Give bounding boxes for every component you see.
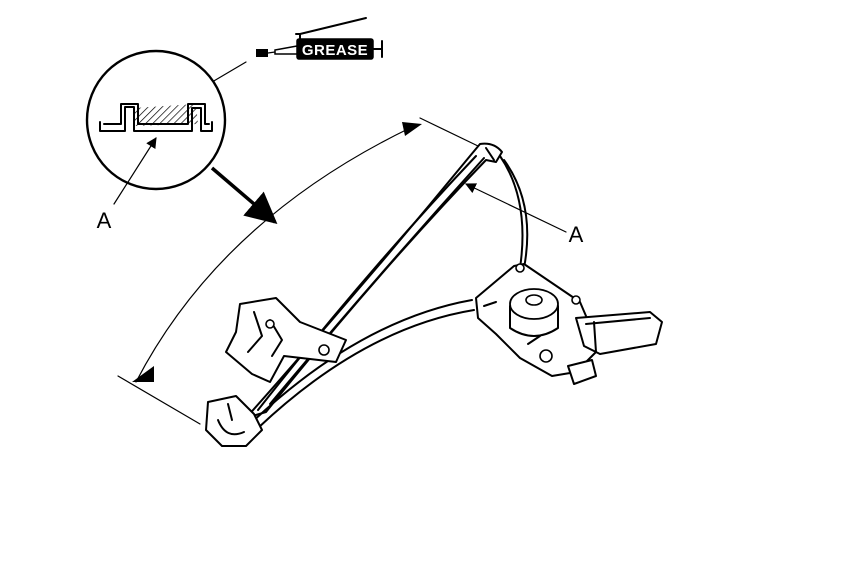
callout-leader-left <box>113 137 157 205</box>
callout-label-a-right: A <box>569 222 584 247</box>
rail-cross-section-detail <box>85 49 227 191</box>
grease-tube-icon: GREASE <box>256 17 383 60</box>
callout-leader-right <box>465 183 567 233</box>
bottom-slider <box>205 395 263 447</box>
regulator-cables <box>249 155 529 429</box>
callout-label-a-left: A <box>97 208 112 233</box>
window-motor-assembly <box>475 263 663 385</box>
detail-pointer-arrow <box>210 166 278 225</box>
rail-length-dimension <box>117 117 479 425</box>
guide-rail <box>245 142 503 419</box>
grease-label: GREASE <box>302 42 368 59</box>
glass-carrier-bracket <box>225 297 347 383</box>
grease-hatch-area <box>134 104 198 126</box>
